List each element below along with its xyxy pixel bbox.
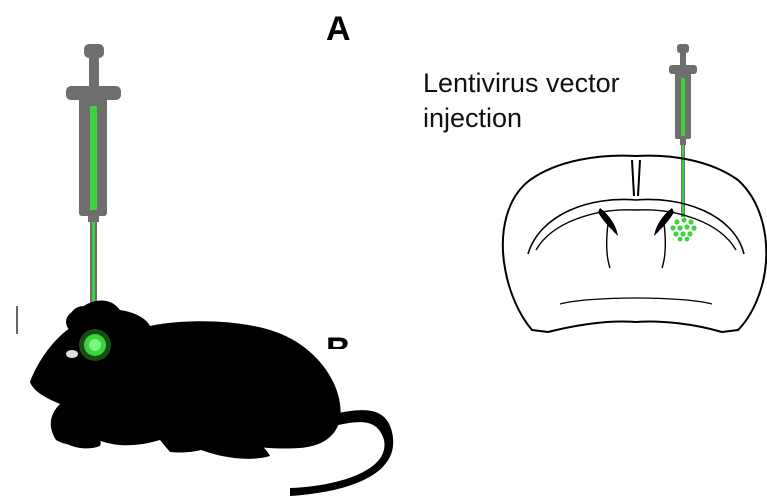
injection-spot-glow xyxy=(79,329,111,361)
mouse-silhouette xyxy=(16,301,393,497)
panel-label-b: B xyxy=(326,333,351,349)
injection-label-line-2: injection xyxy=(423,101,673,136)
panel-label-a: A xyxy=(326,12,351,46)
injection-site-cluster xyxy=(670,217,696,241)
lateral-ventricles xyxy=(598,208,674,236)
injection-label: Lentivirus vector injection xyxy=(423,66,673,136)
brain-coronal-section xyxy=(503,156,766,332)
injection-label-line-1: Lentivirus vector xyxy=(423,66,673,101)
small-syringe-icon xyxy=(669,44,697,217)
large-syringe-icon xyxy=(66,44,121,314)
